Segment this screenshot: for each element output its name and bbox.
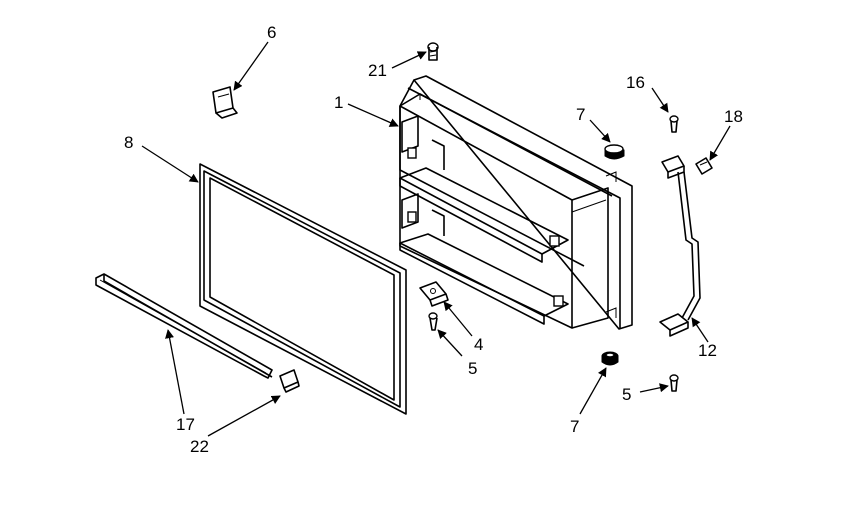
callout-5-right: 5 xyxy=(622,385,631,404)
callout-6: 6 xyxy=(267,23,276,42)
part-5-screw-left xyxy=(428,312,438,331)
part-6-clip xyxy=(212,86,238,119)
callout-22: 22 xyxy=(190,437,209,456)
callout-4: 4 xyxy=(474,335,483,354)
part-22-end-cap xyxy=(279,369,300,393)
part-16-screw xyxy=(669,115,679,133)
callout-1: 1 xyxy=(334,93,343,112)
callout-7-bottom: 7 xyxy=(570,417,579,436)
part-7-top-plug xyxy=(604,144,625,160)
part-7-bottom-bushing xyxy=(601,351,619,366)
callout-21: 21 xyxy=(368,61,387,80)
part-21-screw xyxy=(427,42,439,61)
callout-12: 12 xyxy=(698,341,717,360)
callout-17: 17 xyxy=(176,415,195,434)
part-17-trim-strip xyxy=(95,273,273,379)
part-8-gasket xyxy=(199,163,407,415)
part-18-cap xyxy=(695,157,713,175)
part-4-bracket xyxy=(419,281,449,307)
callout-8: 8 xyxy=(124,133,133,152)
callout-18: 18 xyxy=(724,107,743,126)
callout-7-top: 7 xyxy=(576,105,585,124)
part-1-door-liner xyxy=(399,75,633,330)
part-5-screw-right xyxy=(669,374,679,392)
part-12-hinge xyxy=(659,155,701,337)
callout-16: 16 xyxy=(626,73,645,92)
callout-5-left: 5 xyxy=(468,359,477,378)
leader-lines xyxy=(141,41,731,437)
